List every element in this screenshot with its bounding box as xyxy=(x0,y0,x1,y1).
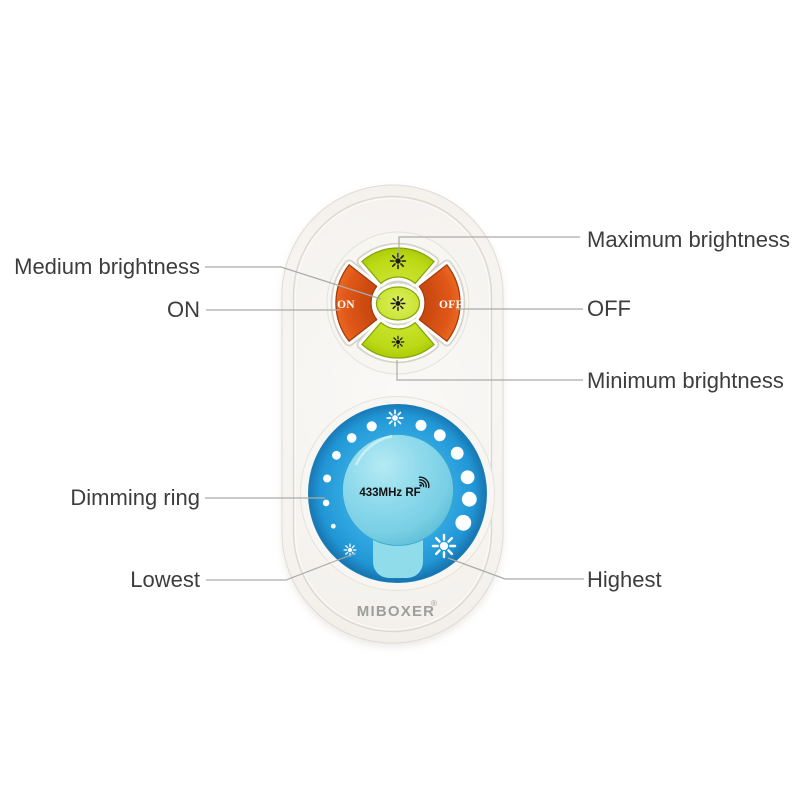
dial-dot xyxy=(322,499,330,507)
brand-text: MIBOXER xyxy=(357,603,435,620)
ring-top-sun-icon xyxy=(386,409,404,427)
dial-dot xyxy=(366,421,377,432)
body-groove xyxy=(292,195,493,633)
dial-dot xyxy=(433,429,446,442)
dial-dot xyxy=(323,474,332,483)
dial-dot xyxy=(461,491,477,507)
callout-highest: Highest xyxy=(587,567,662,592)
dimming-dial: 433MHz RF xyxy=(300,396,495,591)
callout-medium-brightness: Medium brightness xyxy=(14,254,200,279)
connector-maximum-brightness xyxy=(398,236,580,258)
callout-off: OFF xyxy=(587,296,631,321)
callout-lowest: Lowest xyxy=(130,567,200,592)
dial-dot xyxy=(332,450,341,460)
rf-label: 433MHz RF xyxy=(359,487,420,499)
knob-highlight xyxy=(354,434,393,466)
medium-brightness-sun-icon xyxy=(390,295,406,312)
callout-on: ON xyxy=(167,297,200,322)
brand-registered-mark: ® xyxy=(431,599,437,608)
callout-dimming-ring: Dimming ring xyxy=(70,485,200,510)
connector-lines xyxy=(205,236,584,581)
connector-lowest xyxy=(206,552,357,581)
highest-sun-icon xyxy=(431,533,457,559)
rf-signal-icon xyxy=(418,476,430,489)
callout-maximum-brightness: Maximum brightness xyxy=(587,227,790,252)
dial-dot xyxy=(415,419,427,431)
dial-dot xyxy=(450,446,464,460)
body-groove-highlight xyxy=(295,198,490,630)
on-button-label: ON xyxy=(337,299,355,311)
dial-dots xyxy=(322,419,477,531)
dial-knob[interactable] xyxy=(342,434,454,546)
connector-highest xyxy=(447,557,584,580)
dial-dot xyxy=(460,470,475,485)
connector-minimum-brightness xyxy=(396,360,583,381)
max-brightness-sun-icon xyxy=(389,252,407,270)
callout-minimum-brightness: Minimum brightness xyxy=(587,368,784,393)
dial-dot xyxy=(455,514,472,531)
off-button[interactable] xyxy=(418,264,461,342)
off-button-label: OFF xyxy=(439,299,463,311)
min-brightness-sun-icon xyxy=(391,335,405,349)
button-cluster: ON OFF xyxy=(326,231,470,375)
connector-medium-brightness xyxy=(205,266,382,300)
dial-dot xyxy=(346,433,357,443)
dial-dot xyxy=(330,523,336,529)
